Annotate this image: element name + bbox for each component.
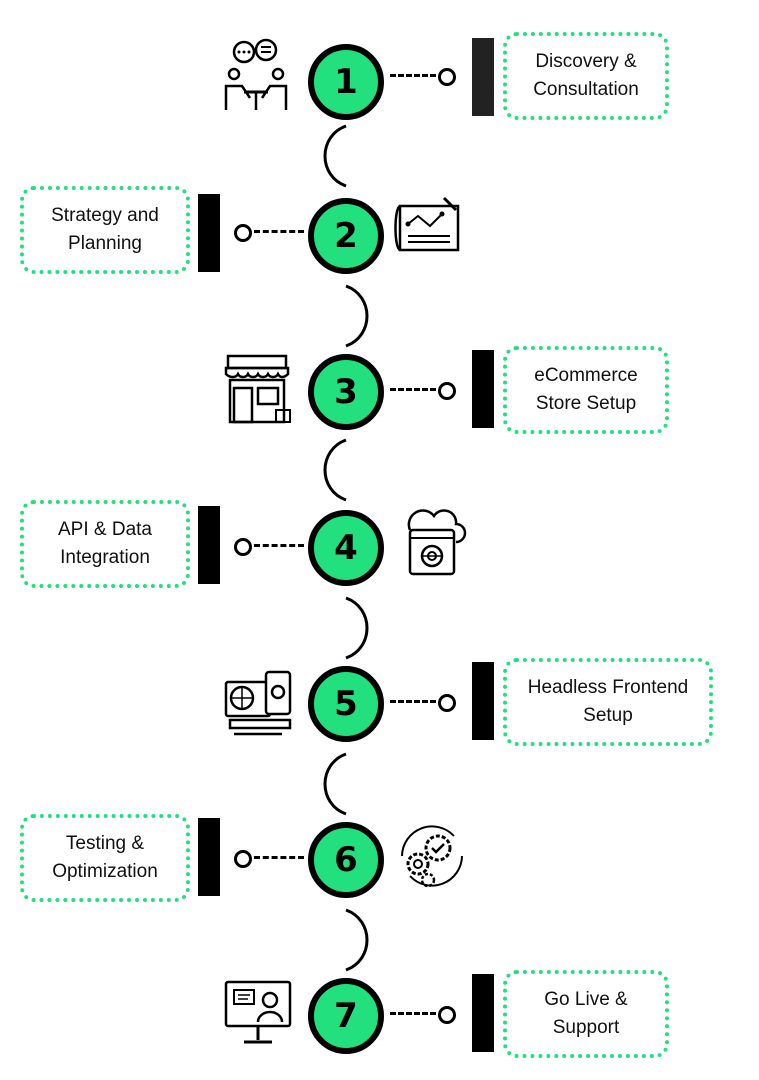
timeline-connector [345, 284, 369, 348]
step-number: 7 [334, 996, 358, 1036]
step-label-line1: Testing & [65, 833, 145, 854]
dashed-connector [390, 700, 436, 703]
timeline-connector [323, 124, 347, 188]
timeline-connector [345, 596, 369, 660]
dashed-connector [390, 1012, 436, 1015]
connector-dot [234, 538, 252, 556]
label-accent-bar [198, 818, 220, 896]
consultation-meeting-icon [224, 38, 288, 110]
step-number-circle: 7 [308, 978, 384, 1054]
timeline-connector [345, 908, 369, 972]
step-number-circle: 3 [308, 354, 384, 430]
dashed-connector [254, 856, 304, 859]
dashed-connector [254, 230, 304, 233]
step-label-line2: Setup [583, 705, 633, 726]
label-accent-bar [472, 974, 494, 1052]
dashed-connector [390, 388, 436, 391]
step-label-line1: API & Data [58, 519, 152, 540]
connector-dot [234, 224, 252, 242]
step-label-line1: Strategy and [51, 205, 159, 226]
step-label-box: Testing & Optimization [20, 814, 190, 902]
step-number-circle: 4 [308, 510, 384, 586]
label-accent-bar [198, 194, 220, 272]
timeline-connector [323, 438, 347, 502]
step-number-circle: 1 [308, 44, 384, 120]
step-label-line2: Store Setup [535, 393, 637, 414]
timeline-connector [323, 752, 347, 816]
label-accent-bar [472, 38, 494, 116]
step-label-line1: Go Live & [544, 989, 628, 1010]
step-number-circle: 2 [308, 198, 384, 274]
connector-dot [438, 1006, 456, 1024]
strategy-blueprint-icon [394, 196, 460, 252]
step-number-circle: 5 [308, 666, 384, 742]
storefront-icon [224, 354, 291, 424]
step-label-box: Discovery & Consultation [503, 32, 669, 120]
support-agent-monitor-icon [224, 980, 292, 1044]
step-number-circle: 6 [308, 822, 384, 898]
gears-check-icon [401, 825, 463, 888]
step-label-line1: Discovery & [535, 51, 637, 72]
step-label-line1: eCommerce [534, 365, 638, 386]
label-accent-bar [198, 506, 220, 584]
web-mobile-devices-icon [224, 670, 292, 736]
dashed-connector [254, 544, 304, 547]
step-number: 3 [334, 372, 358, 412]
cloud-api-settings-icon [407, 509, 467, 576]
step-label-line2: Optimization [52, 861, 158, 882]
step-label-line2: Integration [60, 547, 150, 568]
label-accent-bar [472, 662, 494, 740]
step-label-line2: Planning [68, 233, 142, 254]
step-number: 4 [334, 528, 358, 568]
step-label-line1: Headless Frontend [527, 677, 689, 698]
step-number: 5 [334, 684, 358, 724]
step-number: 1 [334, 62, 358, 102]
step-number: 6 [334, 840, 358, 880]
dashed-connector [390, 74, 436, 77]
step-label-box: Go Live & Support [503, 970, 669, 1058]
label-accent-bar [472, 350, 494, 428]
step-number: 2 [334, 216, 358, 256]
connector-dot [234, 850, 252, 868]
step-label-line2: Consultation [533, 79, 639, 100]
connector-dot [438, 382, 456, 400]
connector-dot [438, 68, 456, 86]
connector-dot [438, 694, 456, 712]
step-label-line2: Support [552, 1017, 620, 1038]
